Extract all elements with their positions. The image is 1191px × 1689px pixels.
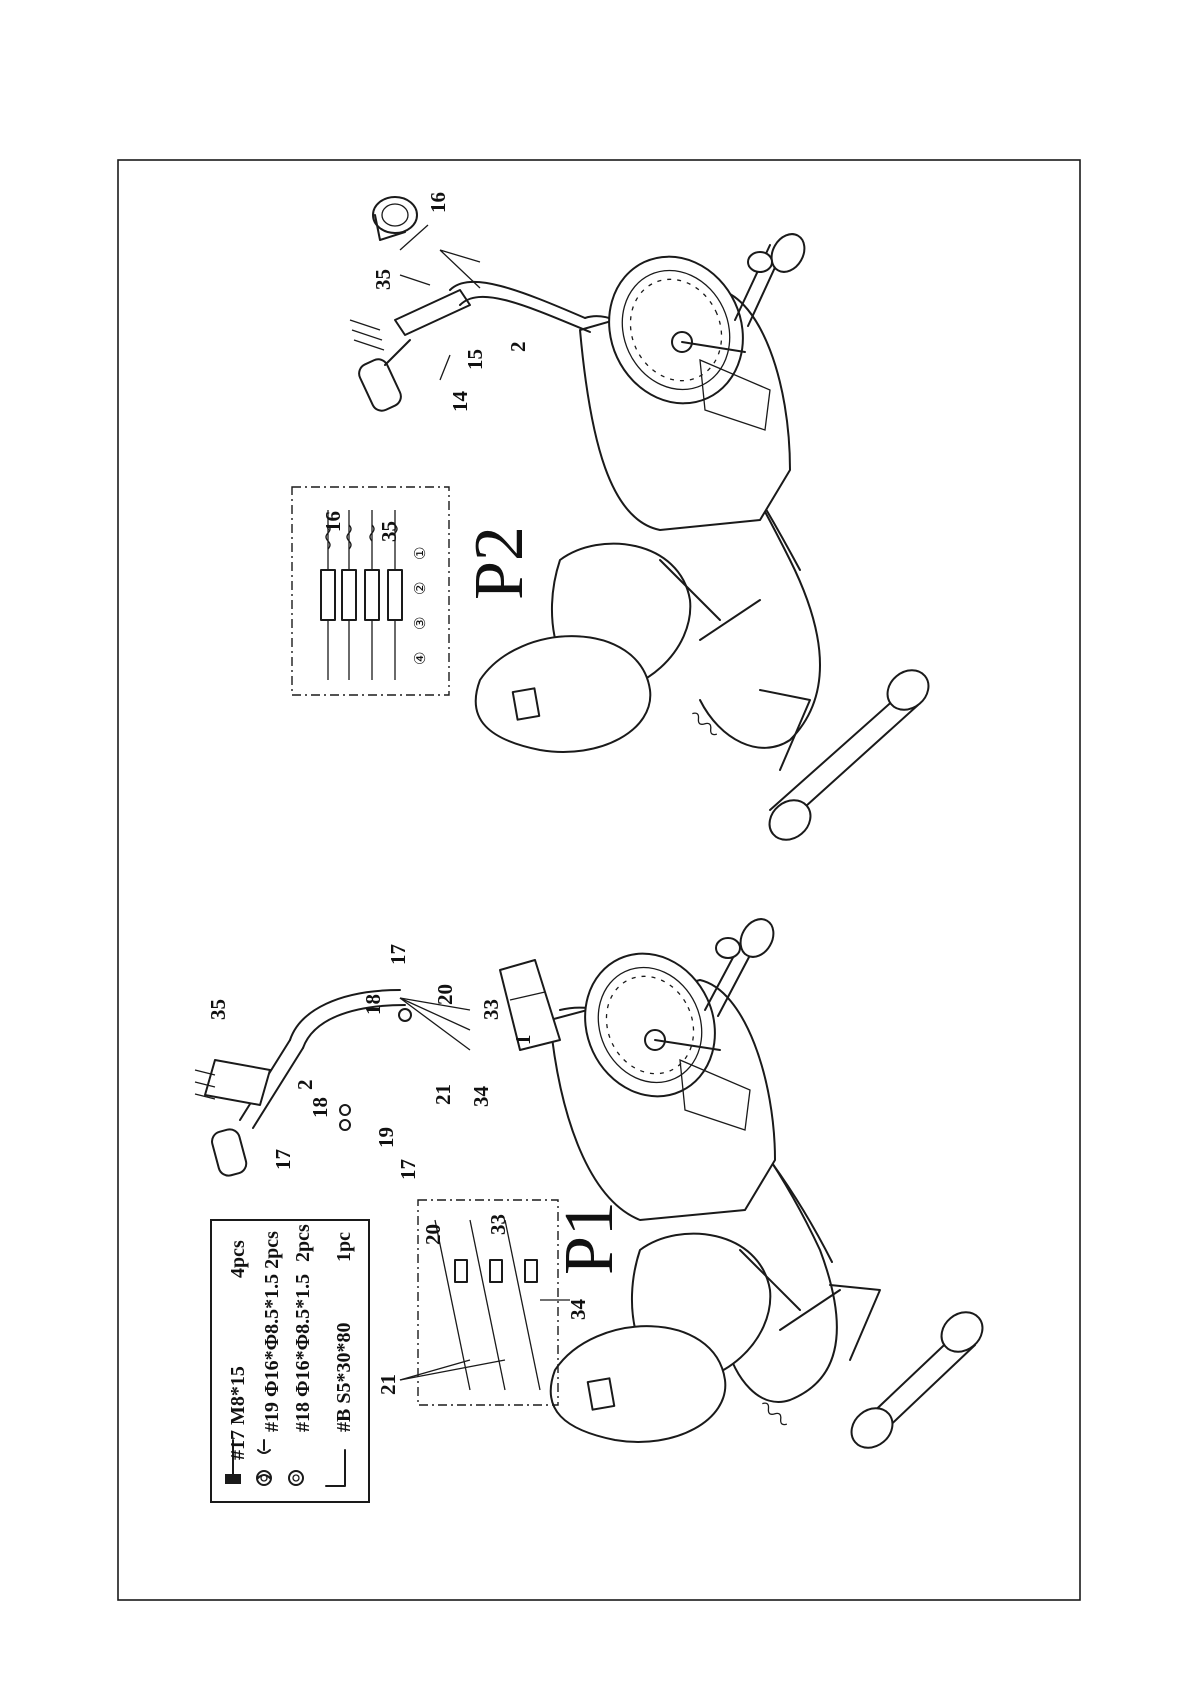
hw-b-spec: S5*30*80 xyxy=(333,1323,355,1404)
hardware-row-18: #18 Φ16*Φ8.5*1.5 2pcs xyxy=(292,1224,314,1432)
hw-17-spec: M8*15 xyxy=(227,1366,249,1425)
p2-label: P2 xyxy=(461,526,538,600)
p1-detail-callout-33: 33 xyxy=(486,1214,510,1235)
p1-detail-callout-20: 20 xyxy=(421,1224,445,1245)
hw-18-code: #18 xyxy=(292,1402,314,1432)
p2-step-1: ① xyxy=(413,547,429,560)
hardware-row-19: #19 Φ16*Φ8.5*1.5 2pcs xyxy=(261,1231,283,1432)
p1-callout-17c: 17 xyxy=(396,1159,420,1180)
hw-19-qty: 2pcs xyxy=(261,1231,283,1269)
p1-handlebar xyxy=(195,990,470,1178)
p1-callout-21: 21 xyxy=(431,1084,455,1105)
p1-callout-18a: 18 xyxy=(361,994,385,1015)
p1-callout-17a: 17 xyxy=(386,944,410,965)
hardware-row-b: #B S5*30*80 1pc xyxy=(333,1232,355,1432)
hw-17-code: #17 xyxy=(227,1430,249,1460)
p1-detail-callout-34: 34 xyxy=(566,1299,590,1321)
hw-19-spec: Φ16*Φ8.5*1.5 xyxy=(261,1274,283,1397)
p2-detail-callout-16: 16 xyxy=(321,511,345,532)
p1-callout-33: 33 xyxy=(479,999,503,1020)
p2-detail-box: 16 35 ① ② ③ ④ xyxy=(292,487,449,695)
hw-b-qty: 1pc xyxy=(333,1232,355,1262)
p2-callout-15: 15 xyxy=(463,349,487,370)
p2-detail-callout-35: 35 xyxy=(377,521,401,542)
svg-text:#19 Φ16*Φ8.5*1.5 2pcs: #19 Φ16*Φ8.5*1.5 2pcs xyxy=(261,1231,283,1432)
p2-callout-14: 14 xyxy=(448,391,472,413)
svg-text:#18 Φ16*Φ8.5*1.5: #18 Φ16*Φ8.5*1.5 xyxy=(292,1274,314,1432)
svg-text:#17 M8*15: #17 M8*15 xyxy=(227,1366,249,1460)
p1-callout-17b: 17 xyxy=(271,1149,295,1170)
p1-callout-1: 1 xyxy=(511,1035,535,1046)
hw-19-code: #19 xyxy=(261,1402,283,1432)
p2-callout-16: 16 xyxy=(426,192,450,213)
hw-b-code: #B xyxy=(333,1409,355,1432)
hw-17-qty: 4pcs xyxy=(227,1240,249,1278)
svg-text:#B S5*30*80: #B S5*30*80 xyxy=(333,1323,355,1432)
hardware-box: #17 M8*15 4pcs #19 Φ16*Φ8.5*1.5 2pcs #18… xyxy=(211,1220,369,1502)
p2-step-3: ③ xyxy=(413,617,429,630)
p1-label: P1 xyxy=(551,1201,628,1275)
p1-callout-2: 2 xyxy=(293,1080,317,1091)
p1-detail-callout-21: 21 xyxy=(376,1374,400,1395)
hw-18-qty: 2pcs xyxy=(292,1224,314,1262)
p1-callout-19: 19 xyxy=(374,1127,398,1148)
p1-callout-34: 34 xyxy=(469,1086,493,1108)
p2-callout-35: 35 xyxy=(371,269,395,290)
p2-bike-drawing: 16 35 2 15 14 xyxy=(350,192,936,848)
p2-rear-stabilizer xyxy=(760,662,936,848)
p2-step-2: ② xyxy=(413,582,429,595)
p2-callout-2: 2 xyxy=(506,342,530,353)
p1-callout-18b: 18 xyxy=(308,1097,332,1118)
p1-rear-stabilizer xyxy=(830,1285,990,1456)
hw-18-spec: Φ16*Φ8.5*1.5 xyxy=(292,1274,314,1397)
p1-callout-35: 35 xyxy=(206,999,230,1020)
p1-callout-20: 20 xyxy=(433,984,457,1005)
p2-step-4: ④ xyxy=(413,652,429,665)
